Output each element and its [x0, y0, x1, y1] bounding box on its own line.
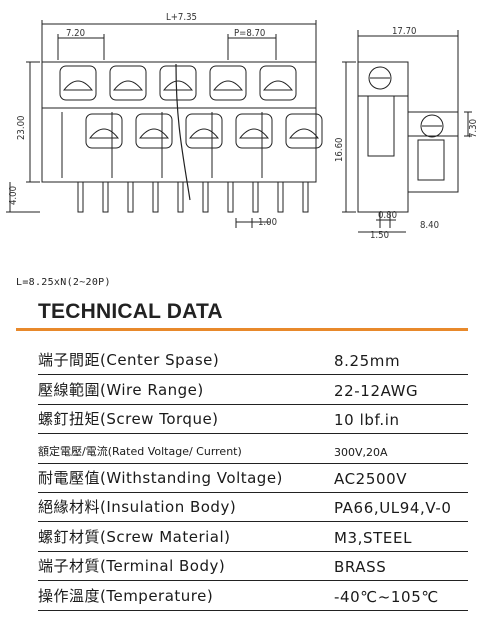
terminal-pin [77, 181, 84, 213]
lower-screw-head [88, 128, 120, 139]
spec-label: 額定電壓/電流(Rated Voltage/ Current) [38, 444, 242, 458]
spec-value: 8.25mm [334, 352, 401, 371]
spec-value: -40℃~105℃ [334, 587, 439, 606]
lower-screw-head [188, 128, 220, 139]
spec-value: BRASS [334, 558, 387, 577]
table-row: 絕緣材料(Insulation Body) PA66,UL94,V-0 [38, 493, 468, 523]
spec-label: 操作溫度(Temperature) [38, 586, 214, 605]
terminal-pin [277, 181, 284, 213]
table-row: 端子間距(Center Spase) 8.25mm [38, 346, 468, 376]
upper-screw-housing [59, 65, 97, 101]
lower-screw-head [238, 128, 270, 139]
lower-screw-housing [85, 113, 123, 149]
terminal-pin [252, 181, 259, 213]
lower-screw-head [288, 128, 320, 139]
upper-screw-head [162, 80, 194, 91]
spec-table: 端子間距(Center Spase) 8.25mm 壓線範圍(Wire Range)… [38, 346, 468, 611]
terminal-pin [227, 181, 234, 213]
table-row: 耐電壓值(Withstanding Voltage) AC2500V [38, 464, 468, 493]
lower-screw-head [138, 128, 170, 139]
dim-pin-w: 0.80 [378, 210, 397, 221]
upper-screw-housing [209, 65, 247, 101]
upper-screw-housing [159, 65, 197, 101]
terminal-pin [152, 181, 159, 213]
terminal-pin [202, 181, 209, 213]
spec-value: M3,STEEL [334, 528, 413, 547]
spec-label: 端子間距(Center Spase) [38, 351, 220, 370]
lower-screw-housing [185, 113, 223, 149]
dim-height: 23.00 [16, 116, 27, 140]
spec-value: 10 lbf.in [334, 411, 400, 430]
dim-pitch: P=8.70 [234, 28, 265, 39]
spec-label: 絕緣材料(Insulation Body) [38, 498, 237, 517]
upper-screw-head [212, 80, 244, 91]
upper-screw-head [62, 80, 94, 91]
technical-drawing: L+7.35 7.20 P=8.70 23.00 4.00 1.00 17.70… [6, 12, 478, 241]
dim-overall: L+7.35 [166, 12, 197, 23]
spec-value: 22-12AWG [334, 381, 419, 400]
spec-label: 端子材質(Terminal Body) [38, 557, 226, 576]
table-row: 螺釘材質(Screw Material) M3,STEEL [38, 522, 468, 552]
section-heading: TECHNICAL DATA [38, 300, 223, 323]
lower-screw-housing [285, 113, 323, 149]
dim-depth: 17.70 [392, 26, 416, 37]
spec-value: 300V,20A [334, 445, 388, 459]
terminal-pin [302, 181, 309, 213]
spec-value: AC2500V [334, 469, 408, 488]
spec-label: 螺釘扭矩(Screw Torque) [38, 410, 219, 429]
table-row: 端子材質(Terminal Body) BRASS [38, 552, 468, 582]
dim-pin-spacing: 1.00 [258, 217, 277, 228]
dim-side-offset: 8.40 [420, 220, 439, 231]
dim-side-height: 16.60 [334, 138, 345, 162]
lower-screw-housing [235, 113, 273, 149]
table-row: 螺釘扭矩(Screw Torque) 10 lbf.in [38, 405, 468, 435]
upper-screw-housing [109, 65, 147, 101]
spec-label: 耐電壓值(Withstanding Voltage) [38, 468, 283, 487]
terminal-pin [177, 181, 184, 213]
dim-pin-base: 1.50 [370, 230, 389, 241]
spec-label: 壓線範圍(Wire Range) [38, 380, 204, 399]
spec-value: PA66,UL94,V-0 [334, 499, 452, 518]
heading-rule [16, 328, 468, 331]
table-row: 操作溫度(Temperature) -40℃~105℃ [38, 581, 468, 611]
table-row: 額定電壓/電流(Rated Voltage/ Current) 300V,20A [38, 434, 468, 464]
terminal-pin [102, 181, 109, 213]
length-formula: L=8.25xN(2~20P) [16, 277, 111, 288]
table-row: 壓線範圍(Wire Range) 22-12AWG [38, 375, 468, 405]
lower-screw-housing [135, 113, 173, 149]
spec-label: 螺釘材質(Screw Material) [38, 527, 231, 546]
dim-pin: 4.00 [8, 186, 19, 205]
dim-left-offset: 7.20 [66, 28, 85, 39]
upper-screw-housing [259, 65, 297, 101]
upper-screw-head [262, 80, 294, 91]
dim-top-height: 7.30 [468, 119, 478, 138]
terminal-pin [127, 181, 134, 213]
upper-screw-head [112, 80, 144, 91]
